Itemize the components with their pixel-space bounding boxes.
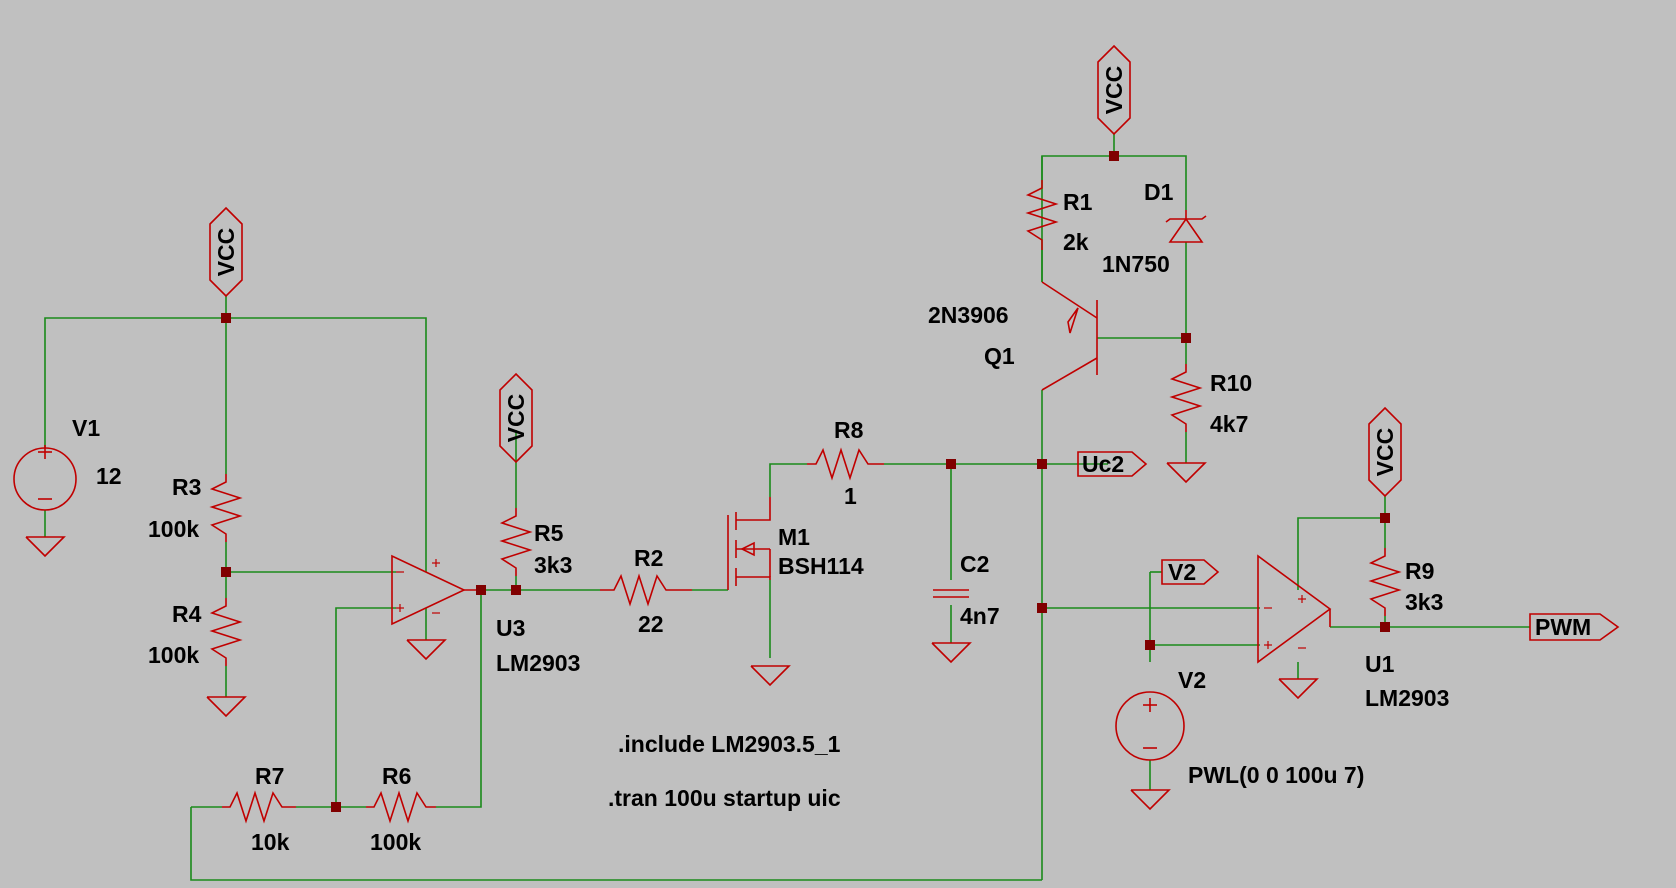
ground-icon — [1278, 678, 1319, 700]
d1-ref: D1 — [1144, 179, 1174, 205]
resistor-r8 — [807, 447, 884, 481]
r4-ref: R4 — [172, 601, 202, 627]
u3-ref: U3 — [496, 615, 525, 641]
r3-value: 100k — [148, 516, 199, 542]
q1-value: 2N3906 — [928, 302, 1009, 328]
r1-value: 2k — [1063, 229, 1089, 255]
wires — [44, 134, 1530, 881]
resistor-r1 — [1025, 180, 1059, 250]
vcc-label: VCC — [503, 394, 529, 443]
ground-icon — [931, 642, 972, 664]
vcc-label: VCC — [213, 228, 239, 277]
resistor-r2 — [600, 573, 692, 607]
vcc-flag — [1097, 44, 1131, 136]
pwm-label: PWM — [1535, 614, 1591, 640]
r5-ref: R5 — [534, 520, 564, 546]
ground-icon — [1130, 789, 1171, 811]
voltage-source-v2 — [1115, 691, 1185, 761]
zener-diode-d1 — [1165, 210, 1207, 243]
v1-ref: V1 — [72, 415, 100, 441]
r8-ref: R8 — [834, 417, 864, 443]
r3-ref: R3 — [172, 474, 201, 500]
junctions — [221, 151, 1390, 812]
vcc-label: VCC — [1372, 428, 1398, 477]
c2-value: 4n7 — [960, 603, 1000, 629]
r2-value: 22 — [638, 611, 664, 637]
opamp-u1 — [1257, 554, 1332, 664]
r10-ref: R10 — [1210, 370, 1252, 396]
u1-value: LM2903 — [1365, 685, 1449, 711]
v1-value: 12 — [96, 463, 122, 489]
ground-icon — [750, 665, 791, 687]
r6-value: 100k — [370, 829, 421, 855]
c2-ref: C2 — [960, 551, 989, 577]
u1-ref: U1 — [1365, 651, 1395, 677]
r7-ref: R7 — [255, 763, 284, 789]
directive-tran: .tran 100u startup uic — [608, 785, 841, 811]
mosfet-m1 — [727, 497, 771, 590]
capacitor-c2 — [933, 589, 969, 598]
r8-value: 1 — [844, 483, 857, 509]
ground-icon — [406, 639, 447, 661]
r9-ref: R9 — [1405, 558, 1434, 584]
u3-value: LM2903 — [496, 650, 580, 676]
vcc-label: VCC — [1101, 66, 1127, 115]
voltage-source-v1 — [13, 445, 77, 511]
r9-value: 3k3 — [1405, 589, 1443, 615]
m1-value: BSH114 — [778, 553, 864, 579]
r2-ref: R2 — [634, 545, 663, 571]
vcc-flag — [209, 206, 243, 298]
resistor-r9 — [1368, 548, 1402, 616]
d1-value: 1N750 — [1102, 251, 1170, 277]
resistor-r6 — [366, 790, 436, 824]
v2-flag — [1161, 559, 1220, 585]
v2-value: PWL(0 0 100u 7) — [1188, 762, 1364, 788]
v2-ref: V2 — [1178, 667, 1206, 693]
net-labels: VCC VCC VCC VCC Uc2 V2 PWM — [213, 66, 1591, 640]
r10-value: 4k7 — [1210, 411, 1248, 437]
resistor-r10 — [1169, 364, 1203, 432]
uc2-flag — [1077, 451, 1148, 477]
vcc-flag — [499, 372, 533, 464]
vcc-flag — [1368, 406, 1402, 498]
v2-net-label: V2 — [1168, 559, 1196, 585]
r4-value: 100k — [148, 642, 199, 668]
r6-ref: R6 — [382, 763, 411, 789]
resistor-r3 — [209, 474, 243, 542]
component-labels: V1 12 R3 100k R4 100k R5 3k3 U3 LM2903 R… — [72, 179, 1449, 855]
spice-directives: .include LM2903.5_1 .tran 100u startup u… — [608, 731, 841, 811]
resistor-r4 — [209, 598, 243, 666]
uc2-label: Uc2 — [1082, 451, 1124, 477]
ground-icon — [206, 696, 247, 718]
ground-icon — [25, 536, 66, 558]
m1-ref: M1 — [778, 524, 810, 550]
pwm-flag — [1529, 613, 1620, 641]
directive-include: .include LM2903.5_1 — [618, 731, 841, 757]
ground-icon — [1166, 462, 1207, 484]
r5-value: 3k3 — [534, 552, 572, 578]
resistor-r5 — [499, 508, 533, 576]
q1-ref: Q1 — [984, 343, 1015, 369]
r1-ref: R1 — [1063, 189, 1093, 215]
resistor-r7 — [222, 790, 296, 824]
r7-value: 10k — [251, 829, 290, 855]
transistor-q1 — [1041, 281, 1098, 391]
